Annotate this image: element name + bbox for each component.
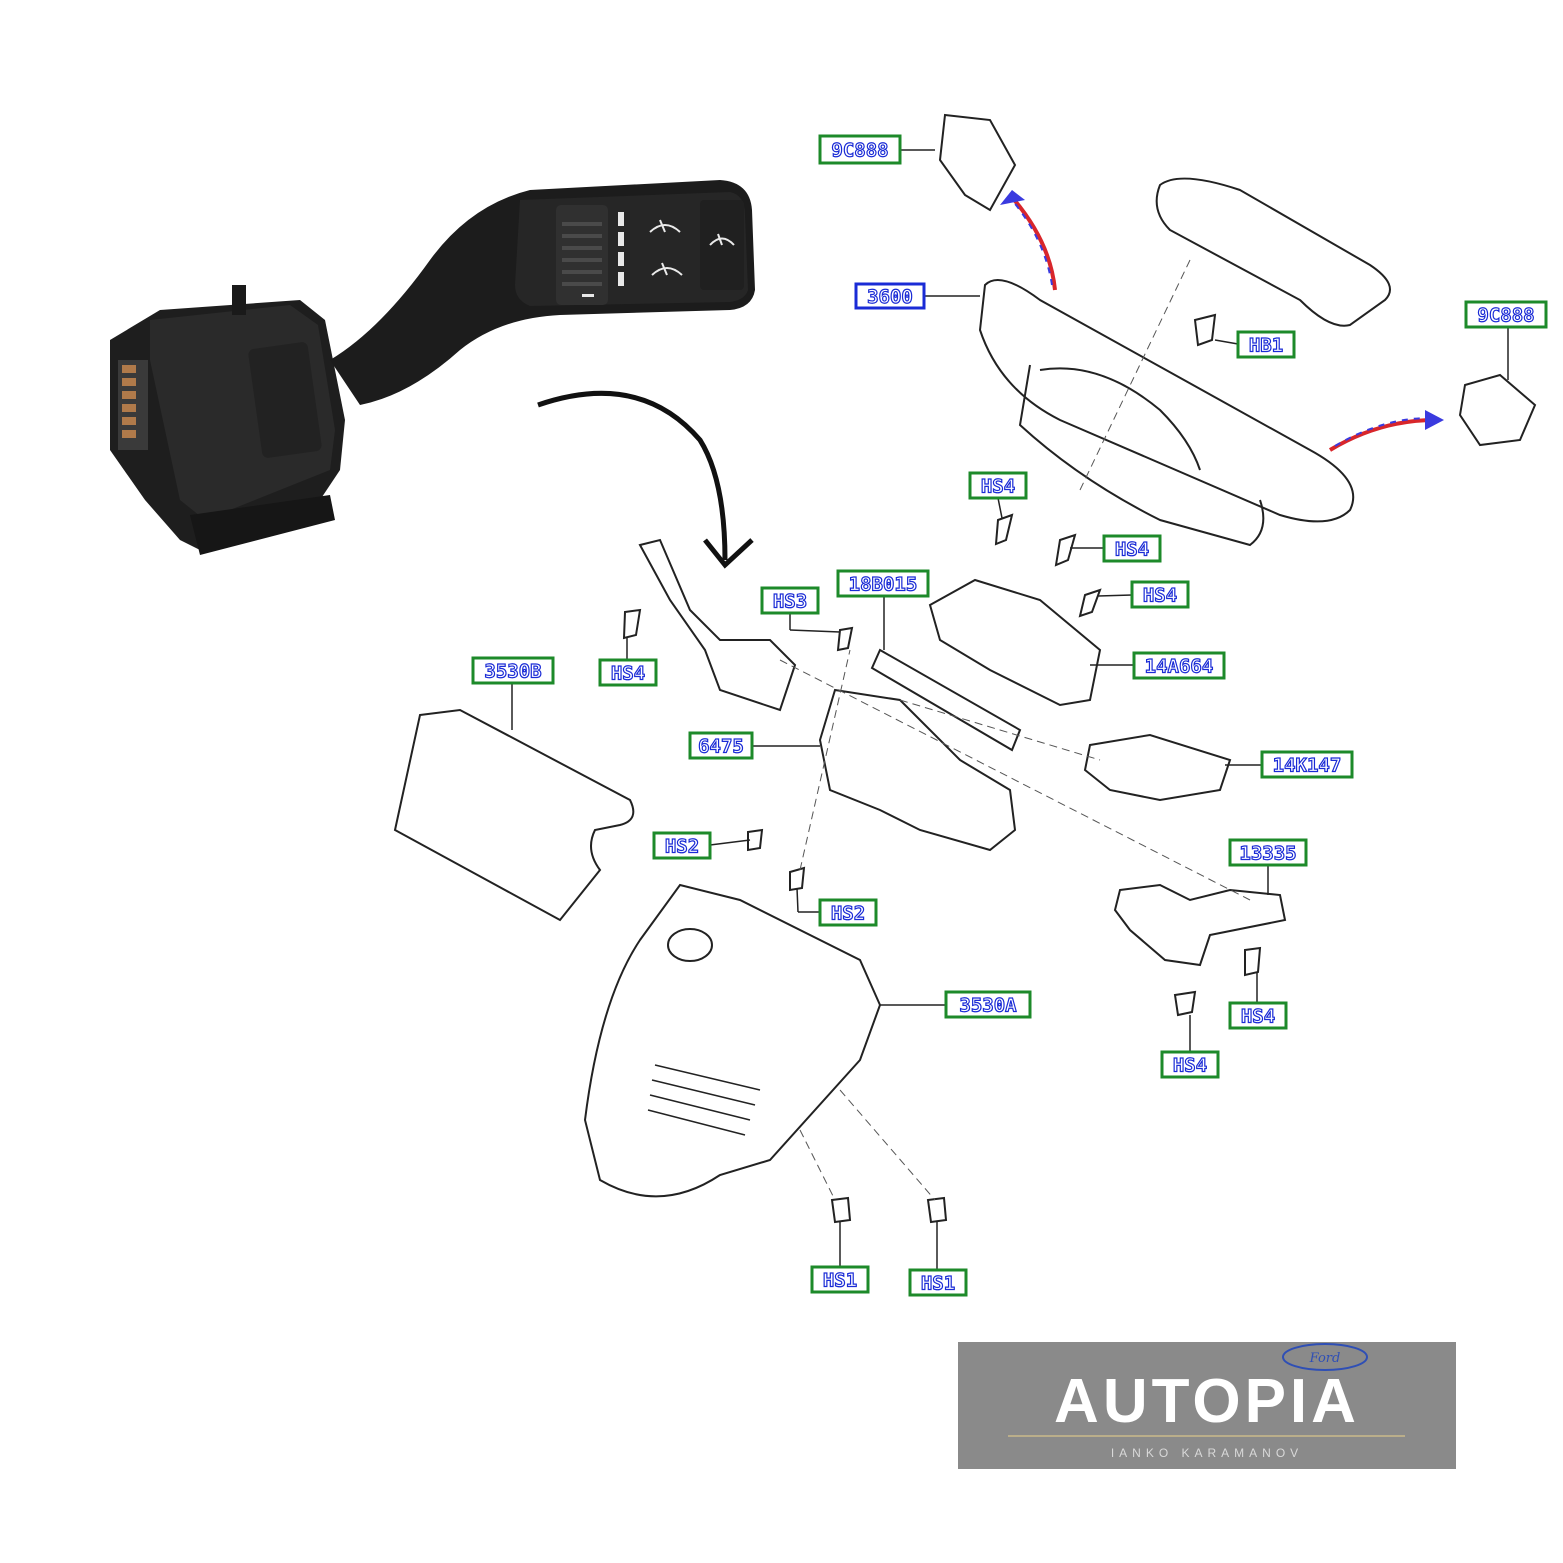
callout-frame [1260,750,1354,779]
callout-text: 9C888 [1477,305,1534,327]
callout-frame [854,282,926,310]
callout-frame [908,1268,968,1297]
callout-hs1-b: HS1 [908,1268,968,1297]
airbag-module [1155,177,1391,327]
callout-frame [688,731,754,760]
shroud-lower-3530a [583,883,882,1198]
callout-frame [1102,534,1162,563]
callout-labels: 9C8883600HB19C888HS4HS4HS418B015HS314A66… [471,134,1548,1297]
callout-text: 9C888 [831,140,888,162]
logo-brand: AUTOPIA [1054,1367,1360,1436]
steering-wheel [978,279,1355,523]
callout-frame [1160,1050,1220,1079]
callout-frame [810,1265,870,1294]
callout-frame [598,658,658,687]
callout-14k147: 14K147 [1260,750,1354,779]
switch-9c888-top [938,113,1017,212]
callout-hb1: HB1 [1236,330,1296,359]
callout-text: HS2 [665,836,699,858]
callout-hs4-a: HS4 [968,471,1028,500]
autopia-logo: Ford AUTOPIA IANKO KARAMANOV [958,1342,1456,1469]
callout-frame [760,586,820,615]
trim-18b015 [870,648,1022,752]
callout-14a664: 14A664 [1132,651,1226,680]
callout-text: HS1 [823,1270,857,1292]
callout-3600: 3600 [854,282,926,310]
callout-frame [1228,1001,1288,1030]
shroud-upper-3530b [393,708,635,922]
callout-text: HB1 [1249,335,1283,357]
callout-text: HS3 [773,591,807,613]
callout-frame [818,134,902,165]
callout-frame [1464,300,1548,329]
callout-frame [652,831,712,860]
module-14k147 [1083,733,1232,802]
callout-text: 3530A [959,995,1017,1017]
callout-frame [471,656,555,685]
callout-frame [836,569,930,598]
callout-text: HS1 [921,1273,955,1295]
callout-text: HS2 [831,903,865,925]
callout-hs4-e: HS4 [1228,1001,1288,1030]
callout-9c888-right: 9C888 [1464,300,1548,329]
callout-13335: 13335 [1228,838,1308,867]
callout-text: 18B015 [849,574,918,596]
exploded-parts [393,113,1537,1224]
callout-text: HS4 [981,476,1015,498]
callout-hs2-b: HS2 [818,898,878,927]
callout-text: HS4 [1241,1006,1275,1028]
callout-text: 6475 [698,736,744,758]
wiper-stalk-switch-photo [110,180,755,555]
callout-frame [944,990,1032,1019]
callout-text: 14A664 [1145,656,1214,678]
red-arrow-top [1000,190,1057,291]
leader-lines [511,149,1509,1270]
lock-housing-6475 [818,688,1017,852]
callout-hs2-a: HS2 [652,831,712,860]
callout-text: 14K147 [1273,755,1342,777]
callout-frame [1132,651,1226,680]
callout-hs4-d: HS4 [598,658,658,687]
callout-3530a: 3530A [944,990,1032,1019]
switch-stalk-diagram [638,538,797,712]
callout-text: HS4 [1143,585,1177,607]
callout-text: HS4 [611,663,645,685]
switch-9c888-right [1458,373,1537,447]
callout-18b015: 18B015 [836,569,930,598]
wiper-rear-icon [651,262,683,276]
callout-text: HS4 [1173,1055,1207,1077]
switch-stalk-13335 [1113,883,1287,967]
callout-9c888-top: 9C888 [818,134,902,165]
callout-text: 13335 [1239,843,1296,865]
assembly-lines [779,259,1251,1201]
wiper-front-icon [649,219,681,233]
clockspring-14a664 [928,578,1102,707]
red-arrow-right [1328,410,1444,452]
callout-text: HS4 [1115,539,1149,561]
ford-oval-text: Ford [1309,1351,1341,1366]
callout-frame [968,471,1028,500]
pointer-arrow [537,390,754,569]
connector-pins [118,360,148,450]
callout-frame [1228,838,1308,867]
callout-text: 3600 [867,286,913,308]
ford-oval-badge [1282,1343,1368,1371]
callout-frame [1236,330,1296,359]
callout-text: 3530B [484,661,541,683]
wiper-wash-icon [700,200,744,290]
callout-hs4-b: HS4 [1102,534,1162,563]
callout-hs1-a: HS1 [810,1265,870,1294]
callout-frame [1130,580,1190,609]
callout-frame [818,898,878,927]
logo-subtitle: IANKO KARAMANOV [1111,1446,1303,1460]
callout-hs4-c: HS4 [1130,580,1190,609]
callout-hs3: HS3 [760,586,820,615]
callout-6475: 6475 [688,731,754,760]
callout-3530b: 3530B [471,656,555,685]
callout-hs4-f: HS4 [1160,1050,1220,1079]
